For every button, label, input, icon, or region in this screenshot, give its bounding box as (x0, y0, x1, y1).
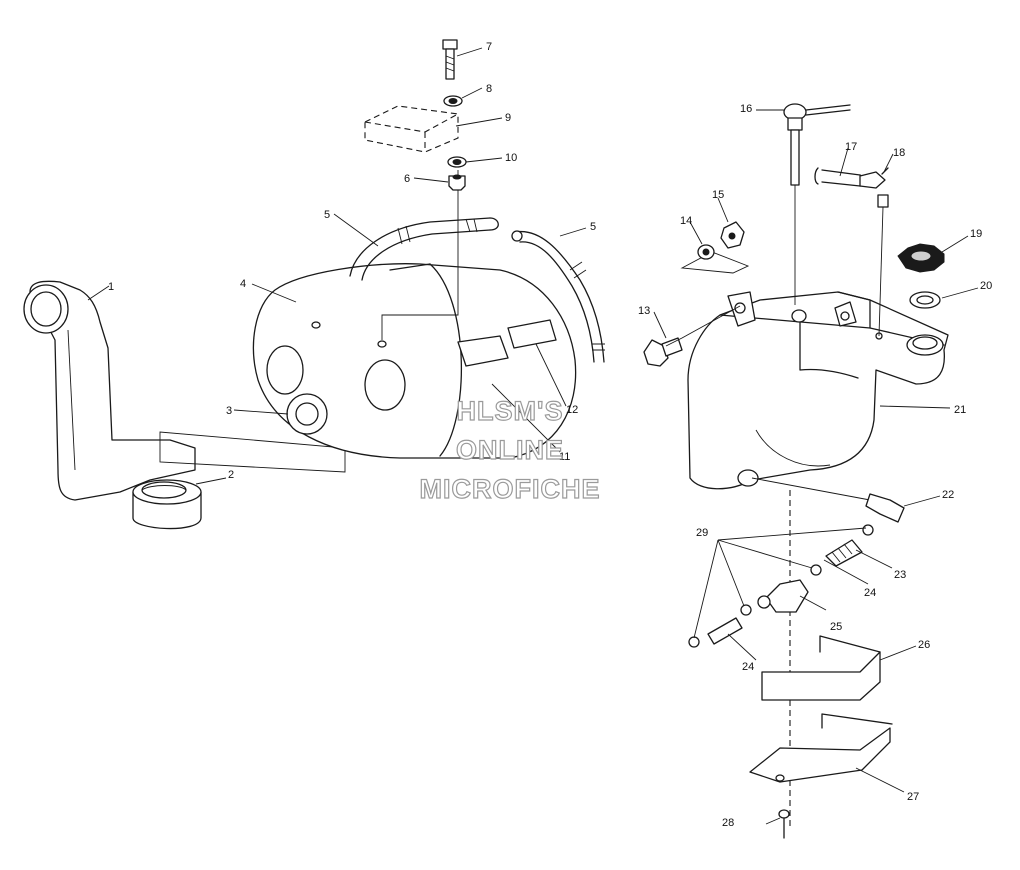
leader-22-line (751, 477, 871, 501)
callout-21: 21 (954, 404, 966, 416)
callout-27: 27 (907, 791, 919, 803)
callout-24-upper: 24 (864, 587, 876, 599)
part-21-reservoir (687, 291, 949, 490)
part-16-level-sensor (783, 103, 851, 305)
part-24-hose-lower (707, 617, 743, 645)
part-9-bracket (364, 105, 459, 153)
leader-29-arrows (693, 527, 867, 639)
part-25-filter-housing (757, 579, 809, 613)
watermark: HLSM'S ONLINE MICROFICHE (419, 395, 601, 504)
callout-29: 29 (696, 527, 708, 539)
part-4-housing (252, 170, 577, 459)
callout-8: 8 (486, 83, 492, 95)
callout-4: 4 (240, 278, 246, 290)
callout-5-right: 5 (590, 221, 596, 233)
callout-25: 25 (830, 621, 842, 633)
part-5-hose-left (349, 217, 499, 281)
part-12-decal (507, 319, 557, 349)
callout-labels: 1 2 3 4 5 5 6 7 8 9 10 11 12 13 14 15 16… (108, 41, 992, 829)
part-20-gasket (909, 291, 941, 309)
callout-14: 14 (680, 215, 692, 227)
part-7-bolt (442, 39, 458, 80)
callout-15: 15 (712, 189, 724, 201)
part-19-filler-cap (897, 243, 945, 273)
callout-12: 12 (566, 404, 578, 416)
watermark-line-1: HLSM'S (457, 396, 564, 426)
part-6-nut (448, 174, 466, 191)
part-10-washer (447, 156, 467, 168)
part-11-decal (457, 335, 509, 367)
callout-18: 18 (893, 147, 905, 159)
part-26-shield (761, 635, 881, 701)
part-3-grommet (286, 393, 328, 435)
callout-26: 26 (918, 639, 930, 651)
part-17-oil-line (814, 167, 864, 187)
part-8-washer (443, 95, 463, 107)
part-28-screw (778, 809, 790, 839)
callout-1: 1 (108, 281, 114, 293)
callout-3: 3 (226, 405, 232, 417)
callout-9: 9 (505, 112, 511, 124)
part-22-elbow-fitting (865, 493, 905, 523)
callout-22: 22 (942, 489, 954, 501)
callout-11: 11 (559, 451, 570, 463)
callout-16: 16 (740, 103, 752, 115)
callout-19: 19 (970, 228, 982, 240)
part-23-filter (825, 539, 863, 567)
part-5-hose-right (511, 230, 605, 363)
part-18-fitting (859, 167, 889, 337)
part-15-nut (720, 221, 745, 249)
callout-20: 20 (980, 280, 992, 292)
watermark-line-3: MICROFICHE (420, 474, 601, 504)
callout-10: 10 (505, 152, 517, 164)
part-13-bolt (643, 305, 741, 367)
callout-5-left: 5 (324, 209, 330, 221)
callout-23: 23 (894, 569, 906, 581)
callout-6: 6 (404, 173, 410, 185)
callout-24-lower: 24 (742, 661, 754, 673)
watermark-line-2: ONLINE (456, 435, 564, 465)
part-27-bracket (749, 713, 893, 783)
leader-14-15 (680, 251, 750, 274)
callout-28: 28 (722, 817, 734, 829)
callout-leaders (87, 47, 979, 825)
callout-2: 2 (228, 469, 234, 481)
part-14-washer (697, 244, 715, 260)
callout-7: 7 (486, 41, 492, 53)
callout-13: 13 (638, 305, 650, 317)
callout-17: 17 (845, 141, 857, 153)
part-1-intake-elbow (23, 280, 196, 501)
part-2-grommet (132, 479, 202, 530)
